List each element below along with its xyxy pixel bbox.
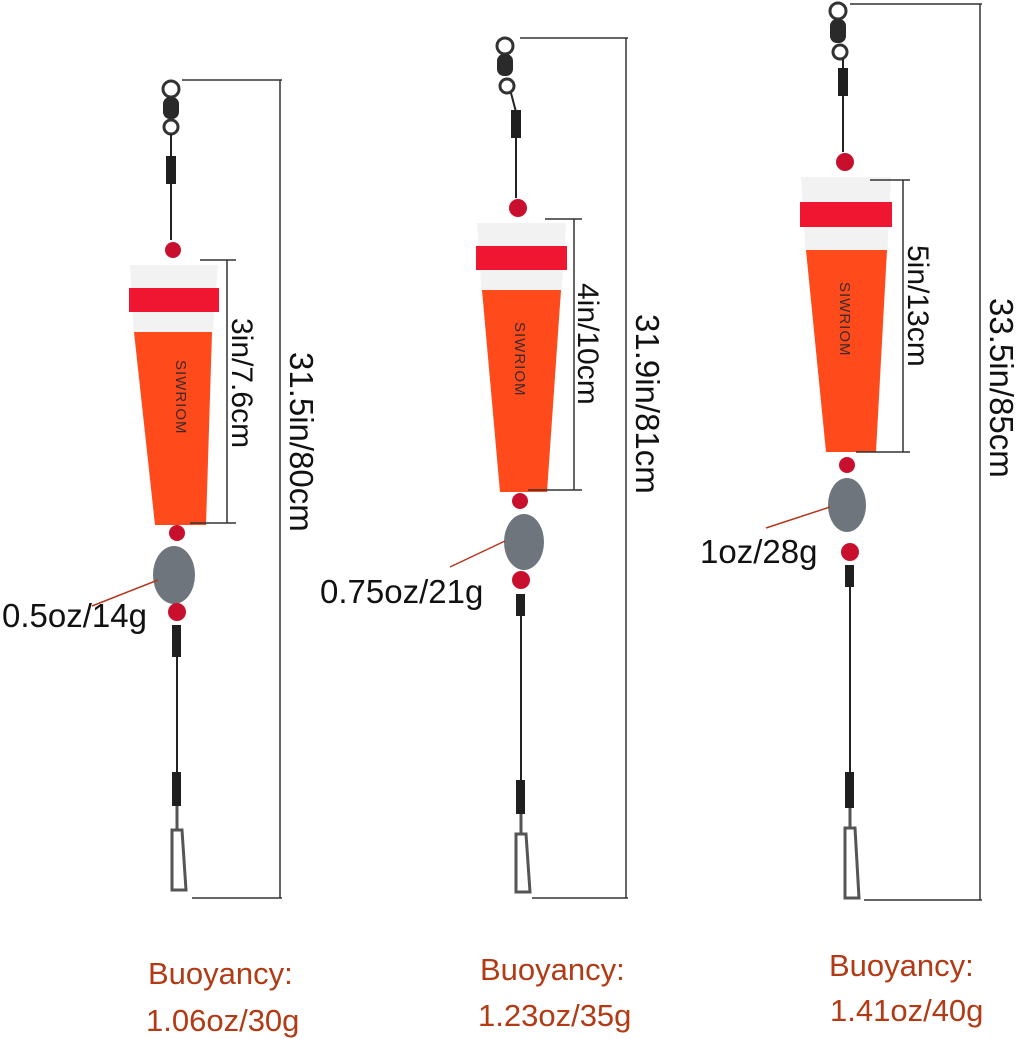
- rig-1-float-length: 3in/7.6cm: [225, 318, 258, 448]
- rig-2-bead-low: [512, 571, 530, 589]
- rig-1-bead-top: [165, 242, 181, 258]
- rig-3-crimp-low: [845, 772, 854, 808]
- rig-2-snap: [514, 814, 532, 894]
- rig-1-weight: 0.5oz/14g: [2, 597, 147, 634]
- rig-1-buoyancy-value: 1.06oz/30g: [146, 1003, 299, 1038]
- rig-2-sinker: [504, 514, 544, 570]
- rig-1-total-length: 31.5in/80cm: [283, 352, 320, 532]
- rig-2-bead-mid: [512, 493, 528, 509]
- rig-2: SIWRIOM 4in/10cm 31.9in/81cm 0.75oz/21g …: [320, 36, 666, 1033]
- rig-3-brand: SIWRIOM: [836, 282, 853, 357]
- rig-3-bead-mid: [839, 457, 855, 473]
- rig-3-swivel: [828, 1, 849, 61]
- rig-1-crimp-low: [172, 772, 181, 806]
- rig-1-crimp-mid: [172, 625, 181, 657]
- rig-2-buoyancy-value: 1.23oz/35g: [478, 998, 631, 1033]
- rig-1-brand: SIWRIOM: [172, 360, 189, 435]
- rig-2-crimp-mid: [516, 594, 525, 616]
- rig-3-weight: 1oz/28g: [700, 533, 817, 570]
- rig-2-crimp-top: [511, 110, 521, 138]
- rig-1-swivel: [161, 79, 181, 136]
- rig-2-total-length: 31.9in/81cm: [629, 314, 666, 494]
- rig-3-bead-top: [836, 153, 854, 171]
- rig-3-buoyancy-value: 1.41oz/40g: [830, 993, 983, 1028]
- rig-3-total-length: 33.5in/85cm: [983, 298, 1020, 478]
- rig-1-float: SIWRIOM: [129, 265, 219, 525]
- rig-2-weight: 0.75oz/21g: [320, 573, 483, 610]
- rig-2-crimp-low: [516, 780, 525, 814]
- rig-3-float: SIWRIOM: [800, 177, 892, 452]
- rig-1: SIWRIOM 3in/7.6cm 31.5in/80cm 0.5oz/14g …: [2, 79, 320, 1038]
- rig-3-float-length: 5in/13cm: [901, 245, 934, 367]
- rig-2-buoyancy-label: Buoyancy:: [480, 952, 625, 987]
- rig-1-crimp-top: [166, 156, 176, 184]
- rig-2-brand: SIWRIOM: [511, 322, 528, 397]
- rig-3-sinker: [828, 478, 866, 532]
- rig-3-crimp-mid: [845, 565, 854, 587]
- rig-1-buoyancy-label: Buoyancy:: [148, 956, 293, 991]
- rig-1-snap: [170, 806, 188, 892]
- rig-2-float: SIWRIOM: [476, 223, 567, 492]
- rig-1-sinker: [153, 546, 195, 604]
- rig-2-swivel: [495, 36, 516, 95]
- rig-2-bead-top: [509, 199, 527, 217]
- rig-1-bead-low: [168, 603, 186, 621]
- rig-3-bead-low: [841, 543, 859, 561]
- rig-3-crimp-top: [838, 68, 848, 96]
- rig-3: SIWRIOM 5in/13cm 33.5in/85cm 1oz/28g Buo…: [700, 1, 1020, 1028]
- rig-3-buoyancy-label: Buoyancy:: [829, 948, 974, 983]
- rig-3-snap: [843, 808, 861, 900]
- rig-2-float-length: 4in/10cm: [571, 283, 604, 405]
- rig-1-bead-mid: [169, 525, 185, 541]
